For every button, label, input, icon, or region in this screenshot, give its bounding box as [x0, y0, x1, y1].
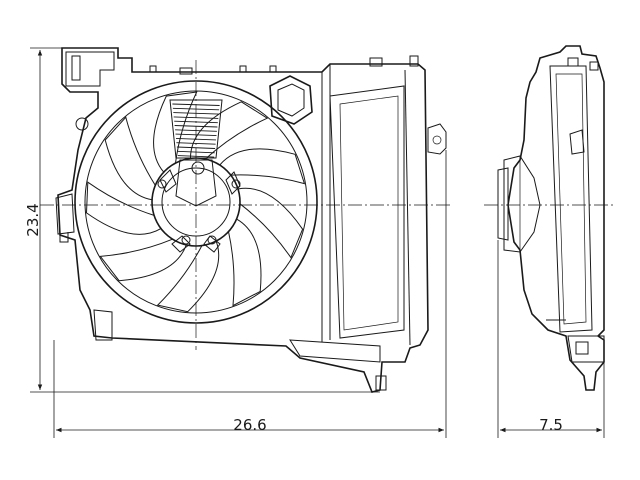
motor-shaft — [191, 161, 205, 175]
motor-housing — [175, 159, 217, 207]
fan-blade — [228, 218, 262, 307]
right-connector — [427, 123, 447, 155]
dimension-width: 26.6 — [53, 150, 447, 438]
hub-bolt-3 — [181, 235, 191, 245]
bottom-bracket — [289, 339, 381, 363]
side-top-clip-1 — [567, 57, 579, 67]
fan-blades — [85, 91, 306, 313]
top-left-bracket — [65, 51, 115, 87]
fan-blade — [219, 148, 306, 185]
fan-blade — [85, 181, 162, 235]
dimension-label-width: 26.6 — [233, 416, 266, 434]
side-bottom-block — [567, 335, 605, 363]
top-studs — [149, 55, 419, 75]
mount-hole-left — [75, 117, 89, 131]
fan-blade — [237, 187, 304, 259]
motor-connector — [269, 75, 313, 125]
bottom-pin — [375, 375, 387, 391]
shroud-inner-recess-2 — [339, 95, 399, 331]
vent-slot — [176, 146, 216, 149]
hub-bolt-2 — [231, 179, 241, 189]
dimension-label-height: 23.4 — [24, 203, 42, 236]
side-motor-cap — [497, 167, 509, 241]
shroud-inner-recess — [329, 85, 405, 339]
side-connector — [569, 129, 585, 155]
side-view — [497, 45, 605, 391]
fan-ring-outer — [74, 80, 318, 324]
left-pin — [59, 232, 69, 243]
bottom-left-foot — [93, 309, 113, 341]
dimension-label-depth: 7.5 — [539, 416, 563, 434]
fan-blade — [156, 240, 220, 313]
right-connector-hole — [432, 135, 442, 145]
dimension-depth: 7.5 — [497, 240, 605, 438]
side-motor-profile — [503, 155, 541, 253]
side-bottom-pad — [575, 341, 589, 355]
fan-blade — [104, 116, 156, 201]
fan-blade — [99, 238, 187, 282]
side-top-clip-2 — [589, 61, 599, 71]
shroud-panel-line-3 — [404, 69, 411, 346]
front-view — [55, 47, 447, 393]
hub-bolt-1 — [157, 179, 167, 189]
shroud-outline — [57, 47, 429, 393]
hub-bolt-4 — [207, 235, 217, 245]
side-shroud-panel-inner — [555, 73, 587, 325]
left-tab — [55, 193, 75, 235]
dimension-height: 23.4 — [24, 47, 380, 393]
